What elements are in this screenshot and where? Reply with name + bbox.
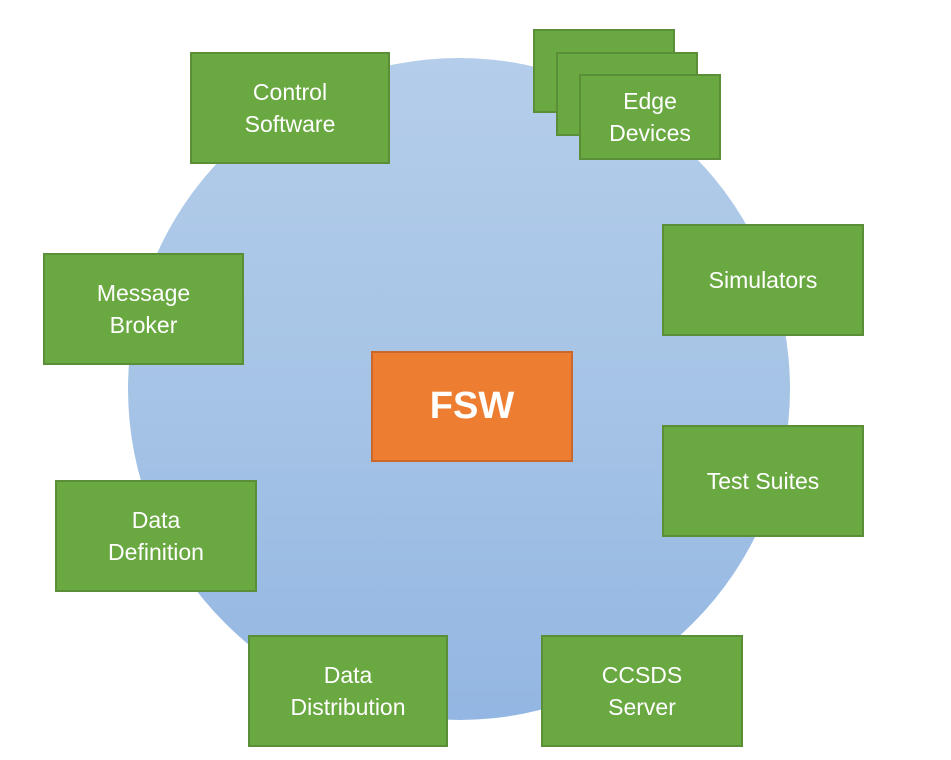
center-label: FSW	[429, 385, 515, 427]
node-label-line: Edge	[623, 88, 677, 114]
node-label-line: Devices	[609, 120, 691, 146]
node-label-line: Distribution	[290, 694, 406, 720]
node-ccsds-server: CCSDS Server	[541, 635, 743, 747]
node-label-line: CCSDS	[601, 662, 683, 688]
node-label-line: Broker	[109, 312, 178, 338]
node-label-line: Test Suites	[706, 468, 820, 494]
node-label-line: Simulators	[708, 267, 818, 293]
node-simulators: Simulators	[662, 224, 864, 336]
node-label-line: Software	[244, 111, 336, 137]
node-test-suites: Test Suites	[662, 425, 864, 537]
node-label-line: Server	[608, 694, 676, 720]
node-label-line: Definition	[108, 539, 204, 565]
node-label-line: Data	[323, 662, 373, 688]
node-data-distribution: Data Distribution	[248, 635, 448, 747]
node-edge-devices: Edge Devices	[579, 74, 721, 160]
node-label-line: Data	[131, 507, 181, 533]
center-fsw: FSW	[371, 351, 573, 462]
node-control-software: Control Software	[190, 52, 390, 164]
node-label-line: Control	[252, 79, 328, 105]
node-message-broker: Message Broker	[43, 253, 244, 365]
node-data-definition: Data Definition	[55, 480, 257, 592]
node-label-line: Message	[96, 280, 191, 306]
